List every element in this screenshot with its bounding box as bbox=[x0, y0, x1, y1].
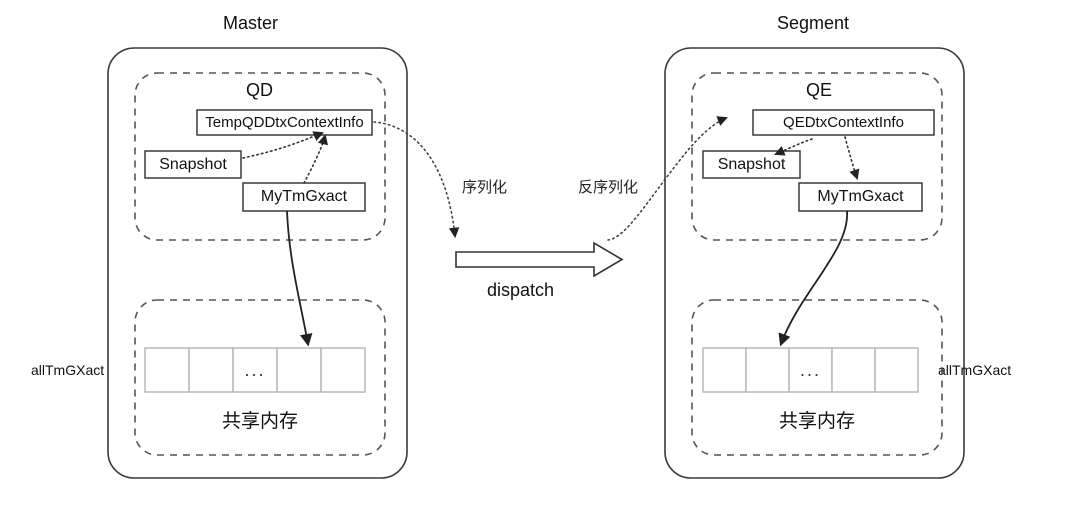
serialize-arrow bbox=[373, 121, 460, 239]
serialize-label: 序列化 bbox=[462, 179, 508, 196]
master-snapshot-box bbox=[144, 150, 242, 179]
segment-outer-container bbox=[664, 47, 965, 479]
segment-gxact-to-sharedmem-arrow bbox=[778, 210, 848, 347]
qe-dtx-context-info-label: QEDtxContextInfo bbox=[783, 114, 904, 131]
qe-label: QE bbox=[806, 80, 833, 100]
master-gxact-to-sharedmem-arrow bbox=[286, 210, 313, 347]
deserialize-arrow bbox=[607, 116, 728, 241]
master-gxact-to-context-arrow bbox=[303, 133, 329, 184]
segment-context-to-snapshot-arrow bbox=[774, 138, 813, 156]
deserialize-label: 反序列化 bbox=[578, 179, 639, 196]
segment-alltmgxact-label: allTmGXact bbox=[938, 362, 1012, 378]
segment-title: Segment bbox=[777, 13, 850, 33]
dispatch-label: dispatch bbox=[487, 280, 555, 300]
master-mytmgxact-label: MyTmGxact bbox=[260, 188, 348, 205]
master-title: Master bbox=[223, 13, 279, 33]
qd-dashed-container bbox=[134, 72, 386, 241]
master-snapshot-to-context-arrow bbox=[242, 131, 324, 159]
master-snapshot-label: Snapshot bbox=[159, 155, 227, 173]
temp-qd-dtx-context-info-label: TempQDDtxContextInfo bbox=[205, 114, 364, 131]
master-alltmgxact-label: allTmGXact bbox=[31, 362, 105, 378]
temp-qd-dtx-context-info-box bbox=[196, 109, 373, 136]
segment-alltmgxact-array bbox=[702, 347, 919, 393]
segment-context-to-gxact-arrow bbox=[844, 136, 860, 180]
segment-mytmgxact-box bbox=[798, 182, 923, 212]
qe-dashed-container bbox=[691, 72, 943, 241]
segment-shared-memory-container bbox=[691, 299, 943, 456]
dispatch-block-arrow bbox=[455, 241, 624, 278]
segment-shared-memory-label: 共享内存 bbox=[779, 411, 856, 432]
master-shared-memory-label: 共享内存 bbox=[222, 411, 299, 432]
master-mytmgxact-box bbox=[242, 182, 366, 212]
master-outer-container bbox=[107, 47, 408, 479]
segment-snapshot-label: Snapshot bbox=[717, 155, 786, 173]
master-shared-memory-container bbox=[134, 299, 386, 456]
qd-label: QD bbox=[246, 80, 273, 100]
master-alltmgxact-array bbox=[144, 347, 366, 393]
segment-array-ellipsis: ... bbox=[799, 359, 821, 380]
segment-mytmgxact-label: MyTmGxact bbox=[817, 188, 904, 205]
master-array-ellipsis: ... bbox=[244, 359, 266, 380]
qe-dtx-context-info-box bbox=[752, 109, 935, 136]
